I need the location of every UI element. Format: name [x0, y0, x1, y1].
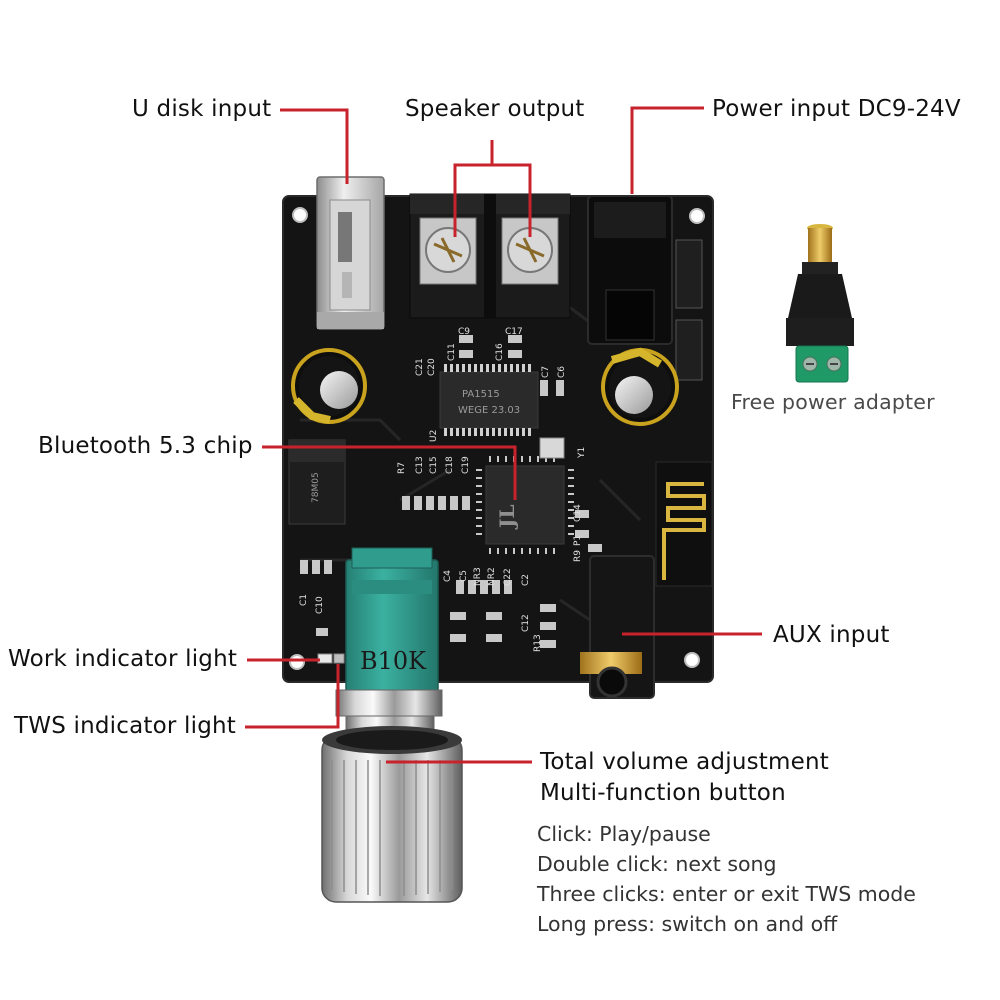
silk-c21: C21	[415, 358, 425, 376]
silk-c16: C16	[495, 343, 505, 361]
function-long-press: Long press: switch on and off	[537, 912, 838, 936]
smd-components	[300, 335, 602, 648]
label-multifunction-button: Multi-function button	[540, 780, 786, 806]
callout-speaker	[453, 140, 532, 237]
amp-chip-marking: PA1515	[462, 389, 500, 400]
bt-chip-logo: JL	[495, 504, 519, 530]
power-adapter	[786, 224, 854, 383]
capacitor-left	[291, 348, 367, 424]
label-speaker-output: Speaker output	[405, 96, 585, 122]
callout-bluetooth	[262, 445, 517, 500]
silk-c10: C10	[315, 596, 325, 614]
speaker-terminal	[409, 193, 571, 319]
silk-c6: C6	[557, 366, 567, 378]
label-volume-adjustment: Total volume adjustment	[540, 749, 829, 775]
silk-c22: C22	[503, 568, 513, 586]
silk-c18: C18	[445, 456, 455, 474]
silk-c13: C13	[415, 456, 425, 474]
callout-u-disk	[280, 108, 349, 184]
silk-c4: C4	[443, 570, 453, 582]
silk-nr3: NR3	[473, 567, 483, 586]
function-double-click: Double click: next song	[537, 852, 777, 876]
silk-r13: R13	[533, 634, 543, 652]
silk-u2: U2	[429, 430, 439, 442]
silk-c20: C20	[427, 358, 437, 376]
tws-led	[333, 653, 345, 664]
label-free-power-adapter: Free power adapter	[731, 390, 935, 414]
label-power-input: Power input DC9-24V	[712, 96, 961, 122]
callout-power	[630, 106, 704, 194]
silk-p1: P1	[573, 535, 583, 546]
function-three-clicks: Three clicks: enter or exit TWS mode	[537, 882, 916, 906]
silk-y1: Y1	[577, 447, 587, 459]
label-u-disk-input: U disk input	[132, 96, 272, 122]
silk-c2: C2	[521, 574, 531, 586]
silk-c9: C9	[458, 327, 470, 337]
voltage-regulator: 78M05	[288, 439, 346, 525]
silk-c12: C12	[521, 614, 531, 632]
silk-c11: C11	[447, 343, 457, 361]
label-bluetooth-chip: Bluetooth 5.3 chip	[38, 433, 253, 459]
callout-lines	[245, 106, 762, 764]
amplifier-chip: PA1515 WEGE 23.03	[439, 364, 539, 436]
silk-r9: R9	[573, 550, 583, 562]
silk-c1: C1	[299, 594, 309, 606]
pot-marking: B10K	[360, 647, 427, 675]
volume-knob[interactable]	[321, 726, 463, 903]
silk-c7: C7	[541, 366, 551, 378]
potentiometer: B10K	[345, 547, 439, 695]
label-aux-input: AUX input	[773, 622, 890, 648]
silk-c14: C14	[573, 504, 583, 522]
amp-chip-date: WEGE 23.03	[458, 405, 520, 416]
silk-nr2: NR2	[487, 567, 497, 586]
silk-c5: C5	[459, 570, 469, 582]
capacitor-right	[601, 347, 679, 426]
function-click: Click: Play/pause	[537, 822, 711, 846]
silk-c17: C17	[505, 327, 523, 337]
silk-r7: R7	[397, 462, 407, 474]
dc-jack	[587, 195, 703, 381]
bt-antenna	[655, 461, 713, 587]
silk-c19: C19	[461, 456, 471, 474]
callout-tws-light	[245, 664, 340, 729]
crystal	[539, 437, 565, 459]
usb-port	[316, 176, 385, 330]
work-led	[317, 653, 333, 664]
label-work-indicator: Work indicator light	[8, 646, 238, 672]
silk-c15: C15	[429, 456, 439, 474]
aux-jack	[580, 555, 655, 699]
bluetooth-chip: JL	[476, 456, 574, 554]
regulator-marking: 78M05	[311, 472, 321, 503]
label-tws-indicator: TWS indicator light	[14, 713, 237, 739]
